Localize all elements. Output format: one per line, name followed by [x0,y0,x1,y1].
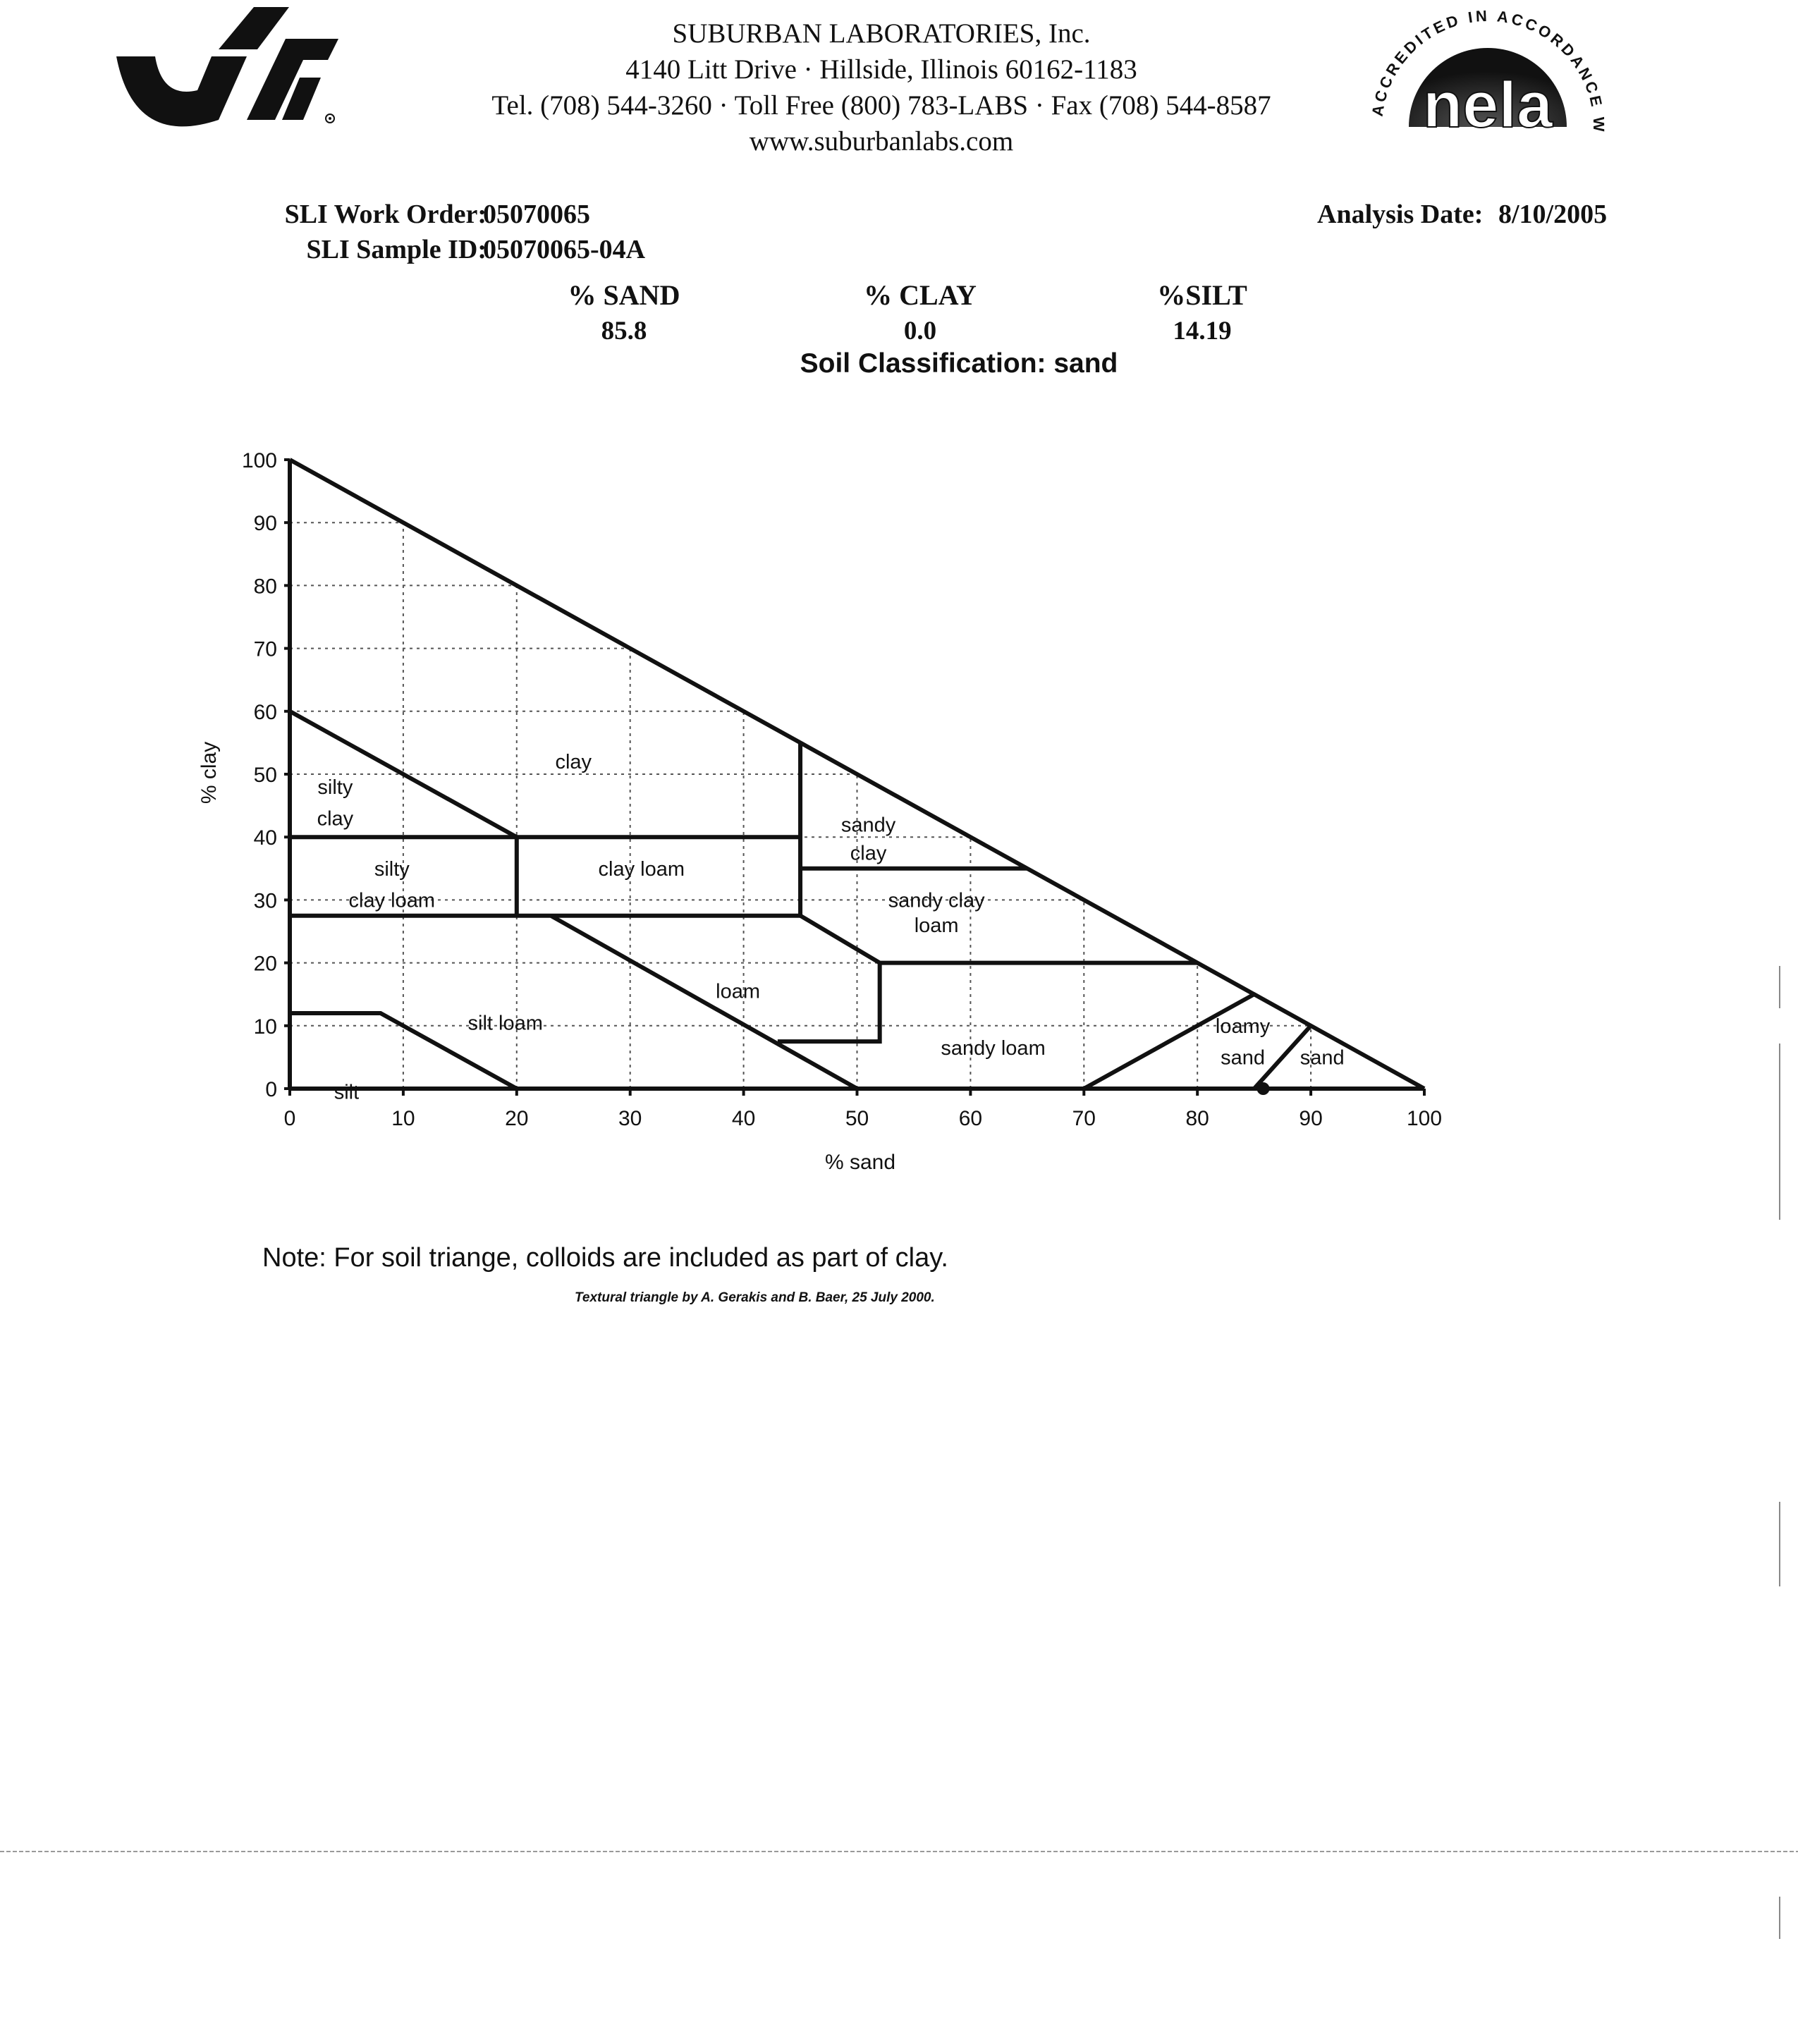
texture-class-boundary [1252,1024,1313,1091]
y-tick-label: 80 [254,575,277,598]
silt-header: %SILT [1157,279,1247,311]
scan-edge-mark [1779,966,1780,1008]
region-label: silty [317,776,353,799]
x-tick-label: 70 [1072,1107,1096,1130]
analysis-date-value: 8/10/2005 [1498,200,1608,229]
texture-class-boundary [549,914,858,1091]
scan-edge-mark [1779,1044,1780,1220]
svg-text:nela: nela [1423,69,1553,134]
work-order-label: SLI Work Order: [284,200,487,229]
region-label: loam [915,914,959,937]
y-tick-label: 10 [254,1015,277,1039]
y-tick-label: 30 [254,889,277,912]
texture-class-boundary [288,458,1426,1091]
y-tick-label: 90 [254,512,277,535]
y-tick-label: 100 [242,449,277,472]
texture-class-boundary [799,914,1198,965]
chart-axes: 0 10 20 30 40 50 60 70 80 90 100 0 10 20 30 40 50 60 70 80 9… [242,449,1442,1130]
x-tick-label: 0 [284,1107,296,1130]
sand-value: 85.8 [601,317,647,345]
y-tick-label: 40 [254,826,277,850]
sample-id-label: SLI Sample ID: [306,235,487,264]
soil-texture-triangle: 0 10 20 30 40 50 60 70 80 90 100 0 10 20 30 40 50 60 70 80 9… [197,449,1442,1174]
scan-edge-mark [1779,1502,1780,1586]
region-label: loam [716,981,760,1003]
x-tick-label: 20 [505,1107,528,1130]
triangle-note: Note: For soil triange, colloids are inc… [262,1243,948,1273]
x-axis-label: % sand [825,1151,895,1174]
work-order-value: 05070065 [483,200,590,229]
triangle-credit: Textural triangle by A. Gerakis and B. B… [575,1290,935,1305]
y-tick-label: 70 [254,638,277,661]
region-label: sandy [841,814,896,836]
region-label: clay [850,843,887,865]
y-tick-label: 20 [254,953,277,976]
y-axis-label: % clay [197,742,221,804]
x-tick-label: 60 [959,1107,982,1130]
analysis-date-label: Analysis Date: [1317,200,1484,229]
x-tick-label: 10 [391,1107,415,1130]
region-label: sandy clay [888,889,986,912]
chart-region-labels: clay silty clay sandy clay silty clay loam clay… [317,751,1345,1103]
region-label: silt [334,1081,359,1103]
region-label: sandy loam [941,1037,1045,1060]
sand-header: % SAND [568,279,680,311]
region-label: silty [374,858,410,881]
soil-classification: Soil Classification: sand [705,348,1213,379]
y-tick-label: 60 [254,701,277,724]
region-label: clay loam [599,858,685,881]
company-name: SUBURBAN LABORATORIES, Inc. [672,18,1091,49]
texture-class-boundary [777,962,882,1044]
x-tick-label: 100 [1407,1107,1442,1130]
sli-logo-icon [116,7,338,127]
x-tick-label: 30 [618,1107,642,1130]
y-tick-label: 50 [254,764,277,787]
x-tick-label: 80 [1186,1107,1209,1130]
nela-seal-icon: ACCREDITED IN ACCORDANCE WITH nela [1354,0,1605,134]
region-label: sand [1300,1046,1345,1069]
company-website: www.suburbanlabs.com [749,126,1014,157]
region-label: clay [555,751,592,773]
y-tick-label: 0 [265,1078,277,1101]
texture-class-boundary [288,709,518,839]
scan-divider-line [0,1851,1798,1852]
chart-sample-layer [1256,1082,1270,1095]
soil-classification-value: sand [1053,348,1118,379]
scan-edge-mark [1779,1897,1780,1939]
company-address: 4140 Litt Drive · Hillside, Illinois 601… [625,54,1137,85]
company-phones: Tel. (708) 544-3260 · Toll Free (800) 78… [491,90,1271,121]
sample-id-value: 05070065-04A [483,235,646,264]
letterhead: SUBURBAN LABORATORIES, Inc. 4140 Litt Dr… [423,16,1340,159]
region-label: sand [1221,1046,1265,1069]
clay-header: % CLAY [864,279,977,311]
region-label: clay [317,807,354,830]
texture-class-boundary [1082,992,1256,1091]
sample-point [1256,1082,1270,1095]
x-tick-label: 90 [1299,1107,1322,1130]
texture-class-boundary [290,1010,518,1091]
region-label: clay loam [349,889,436,912]
x-tick-label: 40 [732,1107,755,1130]
soil-classification-label: Soil Classification: [800,348,1046,379]
x-tick-label: 50 [845,1107,869,1130]
region-label: silt loam [468,1012,543,1034]
clay-value: 0.0 [903,317,937,345]
silt-value: 14.19 [1173,317,1232,345]
region-label: loamy [1216,1015,1271,1038]
